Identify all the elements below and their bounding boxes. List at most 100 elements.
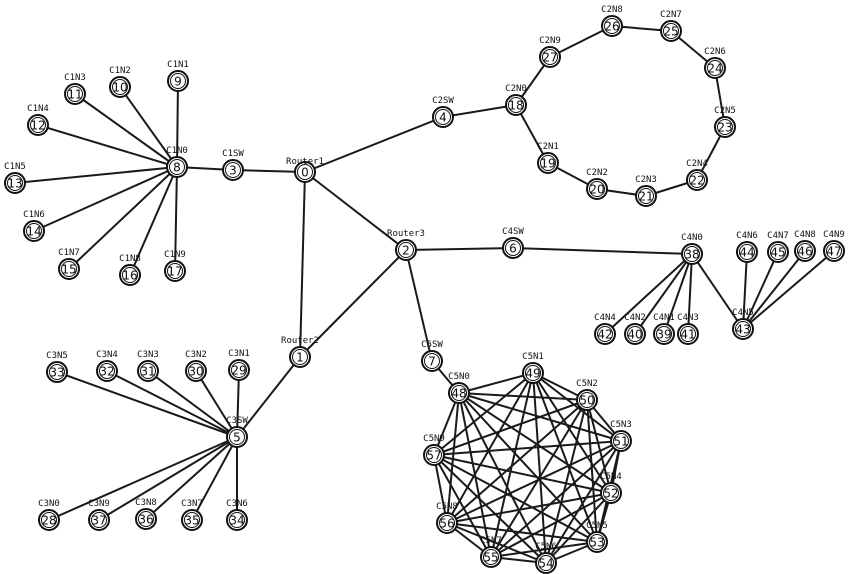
node-inner-ring bbox=[826, 243, 842, 259]
node-label: C5N9 bbox=[423, 434, 445, 444]
node-inner-ring bbox=[505, 240, 521, 256]
node-inner-ring bbox=[229, 429, 245, 445]
node-inner-ring bbox=[739, 244, 755, 260]
node-label: C5N6 bbox=[535, 542, 557, 552]
node-inner-ring bbox=[663, 23, 679, 39]
edge-38-42 bbox=[604, 253, 693, 335]
node-label: C3N4 bbox=[96, 350, 118, 360]
node-id: 26 bbox=[604, 20, 619, 34]
edge-49-54 bbox=[532, 372, 547, 564]
node-label: C3N2 bbox=[185, 350, 207, 360]
node-id: 30 bbox=[188, 365, 203, 379]
node-id: 38 bbox=[684, 248, 699, 262]
edge-48-49 bbox=[458, 372, 534, 394]
edge-54-56 bbox=[446, 522, 547, 564]
node-label: C4N3 bbox=[677, 313, 699, 323]
node-label: C2N9 bbox=[539, 36, 561, 46]
node-label: C2N8 bbox=[601, 5, 623, 15]
node-inner-ring bbox=[26, 223, 42, 239]
node-id: 52 bbox=[603, 487, 618, 501]
node-inner-ring bbox=[540, 155, 556, 171]
node-label: C5N1 bbox=[522, 352, 544, 362]
node-id: 24 bbox=[707, 62, 722, 76]
node-label: C4N5 bbox=[732, 308, 754, 318]
node-id: 34 bbox=[229, 514, 244, 528]
node-label: C4N1 bbox=[653, 313, 675, 323]
node-label: C1N3 bbox=[64, 73, 86, 83]
node-label: C5N2 bbox=[576, 379, 598, 389]
node-id: 20 bbox=[589, 183, 604, 197]
edge-4-18 bbox=[442, 104, 517, 118]
edge-38-39 bbox=[663, 253, 693, 335]
node-inner-ring bbox=[483, 549, 499, 565]
node-label: C5N4 bbox=[600, 472, 622, 482]
node-inner-ring bbox=[538, 555, 554, 571]
node-label: C2N6 bbox=[704, 47, 726, 57]
node-inner-ring bbox=[91, 512, 107, 528]
node-id: 45 bbox=[770, 246, 785, 260]
edge-52-54 bbox=[545, 492, 612, 564]
node-label: C3N7 bbox=[181, 499, 203, 509]
node-id: 1 bbox=[296, 351, 304, 365]
edge-50-57 bbox=[433, 399, 588, 456]
node-label: C1N0 bbox=[166, 146, 188, 156]
node-label: C3N9 bbox=[88, 499, 110, 509]
node-id: 36 bbox=[138, 513, 153, 527]
node-id: 21 bbox=[638, 190, 653, 204]
node-id: 2 bbox=[402, 244, 410, 258]
node-id: 22 bbox=[689, 174, 704, 188]
node-id: 57 bbox=[426, 449, 441, 463]
node-inner-ring bbox=[184, 512, 200, 528]
edge-52-55 bbox=[490, 492, 612, 558]
node-id: 48 bbox=[451, 387, 466, 401]
node-inner-ring bbox=[439, 515, 455, 531]
node-inner-ring bbox=[426, 447, 442, 463]
edge-43-47 bbox=[742, 250, 835, 330]
node-inner-ring bbox=[613, 433, 629, 449]
node-inner-ring bbox=[122, 267, 138, 283]
edge-5-37 bbox=[98, 436, 238, 521]
edge-1-2 bbox=[299, 249, 407, 358]
node-label: C4SW bbox=[502, 227, 524, 237]
node-id: 9 bbox=[174, 75, 182, 89]
node-id: 5 bbox=[233, 431, 241, 445]
node-id: 6 bbox=[509, 242, 517, 256]
node-label: C3N6 bbox=[226, 499, 248, 509]
edge-6-38 bbox=[512, 247, 693, 255]
node-id: 31 bbox=[140, 365, 155, 379]
node-inner-ring bbox=[138, 511, 154, 527]
edge-2-6 bbox=[405, 247, 514, 251]
node-inner-ring bbox=[797, 243, 813, 259]
node-label: C2N4 bbox=[686, 159, 708, 169]
edge-49-57 bbox=[433, 372, 534, 456]
edge-55-57 bbox=[433, 454, 492, 558]
node-id: 13 bbox=[7, 177, 22, 191]
edge-50-53 bbox=[586, 399, 598, 543]
edge-5-28 bbox=[48, 436, 238, 521]
node-inner-ring bbox=[735, 321, 751, 337]
edge-54-57 bbox=[433, 454, 547, 564]
node-inner-ring bbox=[508, 97, 524, 113]
edge-8-15 bbox=[68, 166, 178, 270]
node-label: C4N8 bbox=[794, 230, 816, 240]
edge-51-56 bbox=[446, 440, 622, 524]
